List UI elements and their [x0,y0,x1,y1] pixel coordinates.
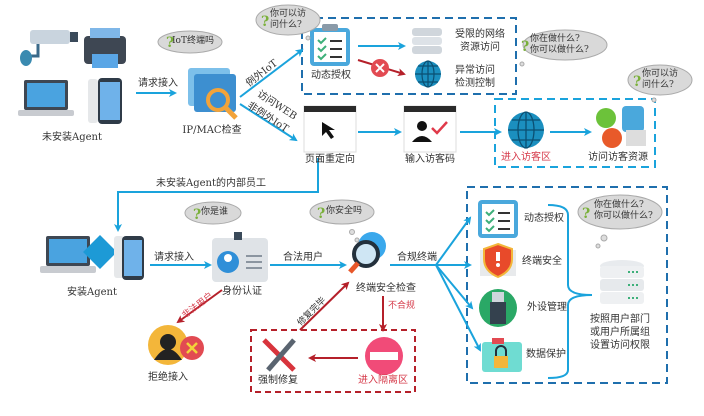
edge-label-noncompliant: 不合规 [388,301,416,311]
edge-internal-staff [114,158,319,232]
user-check-icon [403,105,457,153]
svg-text:?: ? [521,39,529,55]
edge-fan-1 [435,216,472,266]
cloud-doing-what-1-text: 你在做什么? 你可以做什么? [530,34,589,55]
cloud-doing-what-2-text: 你在做什么? 你可以做什么? [594,200,653,221]
browser-cursor-icon [303,105,357,153]
tools-icon [262,338,296,372]
deny-x-icon [371,59,389,77]
cloud-what-access-2: ? [627,64,693,103]
policy-brace [547,204,593,379]
cloud-who-text: 你是谁 [201,207,229,217]
cloud-doing-what-2: ? [577,194,663,249]
node-force-repair: 强制修复 [258,375,298,386]
server-icon [412,28,442,54]
node-dynamic-auth-top: 动态授权 [311,70,351,81]
globe-icon [415,60,441,88]
edge-repair-done [299,281,350,331]
devices-agent-icon [40,235,144,280]
id-card-icon [212,232,268,282]
devices-icon [18,28,126,124]
folder-lock-icon [482,338,522,372]
edge-label-request-access-2: 请求接入 [154,252,194,263]
node-agent-installed: 安装Agent [67,287,117,298]
no-entry-icon [365,337,403,375]
edge-label-compliant: 合规终端 [397,252,437,263]
node-enter-guest-code: 输入访客码 [405,154,455,165]
node-policy-text: 按照用户部门 或用户所属组 设置访问权限 [590,314,650,351]
node-endpoint-check: 终端安全检查 [356,283,416,294]
clipboard-checklist-icon [310,24,350,66]
edge-fan-3 [435,264,474,310]
apps-icon [596,106,646,148]
restricted-zone-box [301,17,517,95]
shield-alert-icon [480,242,516,279]
node-page-redirect: 页面重定向 [305,154,355,165]
usb-icon [479,289,517,327]
svg-text:?: ? [166,35,174,51]
edge-illegal-user [176,289,223,324]
cloud-safe: ? [309,199,375,243]
edge-exception-iot [239,48,304,98]
edge-label-request-access-1: 请求接入 [138,78,178,89]
node-ipmac: IP/MAC检查 [182,125,242,136]
cloud-iot-text: IoT终端吗 [172,36,214,46]
edge-label-internal-staff: 未安装Agent的内部员工 [156,178,266,189]
node-restricted-access: 受限的网络 资源访问 [455,29,505,53]
node-enter-guest-zone: 进入访客区 [501,152,551,163]
svg-text:?: ? [317,206,325,222]
policy-server-icon [600,260,644,304]
guest-globe-icon [508,111,544,149]
policy-clipboard-icon [478,200,518,238]
svg-text:?: ? [582,206,590,222]
policy-zone-box [466,186,668,384]
cloud-iot: ? [157,30,223,54]
svg-text:?: ? [633,74,641,90]
cloud-who: ? [184,201,242,225]
node-guest-resources: 访问访客资源 [588,152,648,163]
node-no-agent: 未安装Agent [42,132,102,143]
cloud-what-access-2-text: 你可以访 问什么? [642,69,679,90]
cloud-safe-text: 你安全吗 [326,206,363,216]
svg-text:?: ? [261,14,269,30]
quarantine-zone-box [250,329,416,393]
magnifier-icon [348,232,386,274]
hacker-deny-icon [148,325,204,365]
cloud-what-access-1: ? [255,4,321,41]
node-identity-auth: 身份认证 [222,286,262,297]
magnifier-dashboard-icon [188,68,238,120]
edge-fan-4 [435,264,481,352]
policy-item-data-protection: 数据保护 [526,349,566,360]
edge-visit-web [239,103,298,142]
svg-text:?: ? [193,207,201,223]
node-deny-access: 拒绝接入 [148,372,188,383]
policy-item-endpoint-security: 终端安全 [522,256,562,267]
policy-item-dynamic-auth: 动态授权 [524,213,564,224]
edge-label-legit-user: 合法用户 [283,252,323,263]
node-abnormal-control: 异常访问 检测控制 [455,65,495,89]
node-quarantine: 进入隔离区 [358,375,408,386]
cloud-what-access-1-text: 你可以访 问什么? [270,9,307,30]
policy-item-peripheral-mgmt: 外设管理 [527,302,567,313]
cloud-doing-what-1: ? [519,29,608,67]
